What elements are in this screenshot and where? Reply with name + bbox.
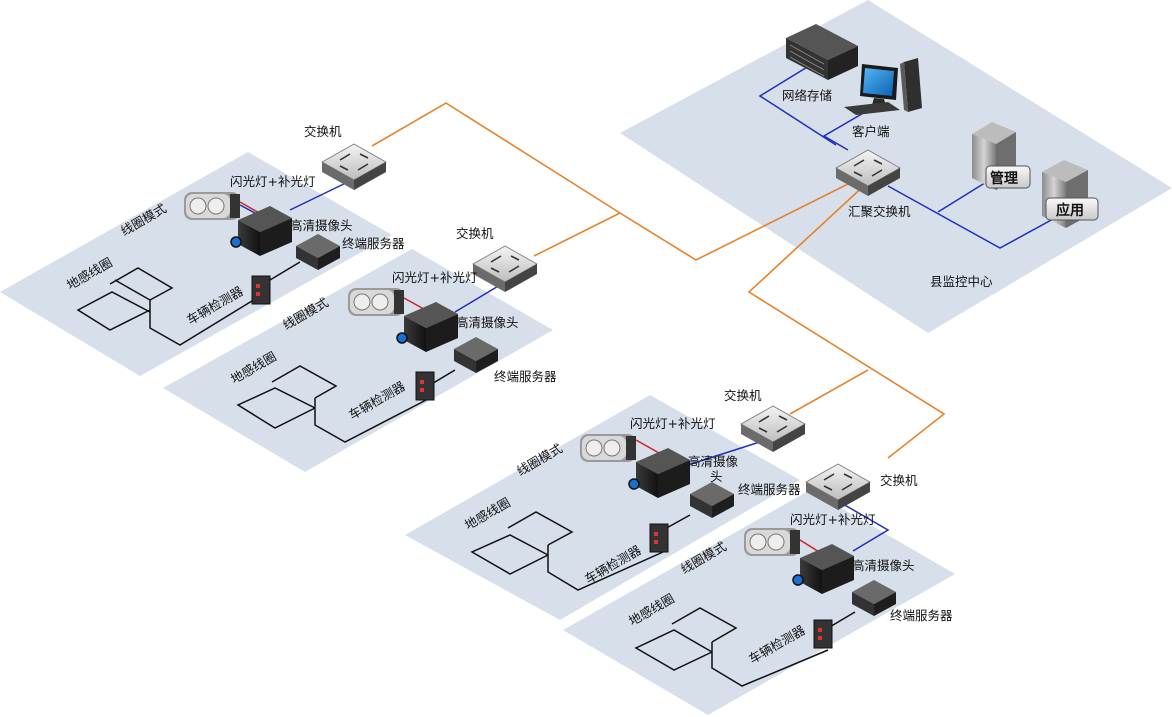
- site4-flash-label: 闪光灯+补光灯: [790, 512, 875, 527]
- core-switch-label: 汇聚交换机: [848, 204, 911, 219]
- site2-flash-label: 闪光灯+补光灯: [392, 270, 477, 285]
- hd-camera-icon: [396, 302, 458, 352]
- site3-flash-label: 闪光灯+补光灯: [630, 416, 715, 431]
- vehicle-detector-icon: [813, 619, 833, 649]
- application-label: 应用: [1056, 202, 1084, 219]
- site1-flash-label: 闪光灯+补光灯: [230, 174, 315, 189]
- hd-camera-icon: [230, 206, 292, 256]
- management-server-icon: [972, 122, 1031, 190]
- application-server-icon: [1042, 160, 1099, 228]
- site1-terminal-label: 终端服务器: [342, 236, 405, 251]
- hd-camera-icon: [792, 544, 854, 594]
- flash-light-icon: [348, 288, 404, 316]
- site4-switch-label: 交换机: [880, 473, 918, 488]
- storage-rack-icon: [786, 24, 858, 80]
- terminal-server-icon: [852, 580, 896, 616]
- site3-platform: [405, 395, 800, 620]
- site3-terminal-label: 终端服务器: [738, 482, 801, 497]
- client-label: 客户端: [852, 124, 890, 139]
- site3-camera-label-2: 头: [710, 469, 723, 484]
- client-pc-icon: [844, 58, 922, 115]
- site1-switch-icon: [321, 143, 387, 190]
- site2-platform: [163, 249, 553, 472]
- site3-switch-label: 交换机: [724, 388, 762, 403]
- fiber-south: [747, 181, 946, 459]
- site3-camera-label-1: 高清摄像: [688, 454, 739, 469]
- site4-switch-icon: [805, 463, 871, 510]
- site3-switch-icon: [740, 405, 806, 452]
- site2-switch-label: 交换机: [456, 226, 494, 241]
- core-switch-icon: [835, 149, 901, 196]
- site4-camera-label: 高清摄像头: [852, 558, 915, 573]
- site4-platform: [563, 490, 955, 715]
- site2-terminal-label: 终端服务器: [494, 369, 557, 384]
- fiber-site2: [533, 212, 621, 257]
- vehicle-detector-icon: [251, 275, 271, 305]
- terminal-server-icon: [690, 482, 734, 518]
- flash-light-icon: [580, 434, 636, 462]
- site1-devices: [184, 192, 340, 305]
- vehicle-detector-icon: [415, 371, 435, 401]
- management-label: 管理: [990, 170, 1018, 187]
- site2-devices: [348, 288, 498, 401]
- site2-camera-label: 高清摄像头: [456, 315, 519, 330]
- terminal-server-icon: [454, 337, 498, 373]
- site4-devices: [744, 528, 896, 649]
- fiber-site3: [789, 369, 869, 415]
- site1-switch-label: 交换机: [304, 124, 342, 139]
- storage-label: 网络存储: [782, 88, 832, 103]
- site2-switch-icon: [472, 245, 538, 292]
- switches: [321, 143, 901, 510]
- site3-devices: [580, 434, 734, 553]
- vehicle-detector-icon: [649, 523, 669, 553]
- center-equipment: [786, 24, 1099, 228]
- flash-light-icon: [184, 192, 240, 220]
- site4-terminal-label: 终端服务器: [890, 608, 953, 623]
- center-title: 县监控中心: [930, 274, 993, 289]
- hd-camera-icon: [628, 448, 690, 498]
- site1-camera-label: 高清摄像头: [290, 218, 353, 233]
- terminal-server-icon: [296, 234, 340, 270]
- flash-light-icon: [744, 528, 800, 556]
- fiber-links: [371, 102, 946, 459]
